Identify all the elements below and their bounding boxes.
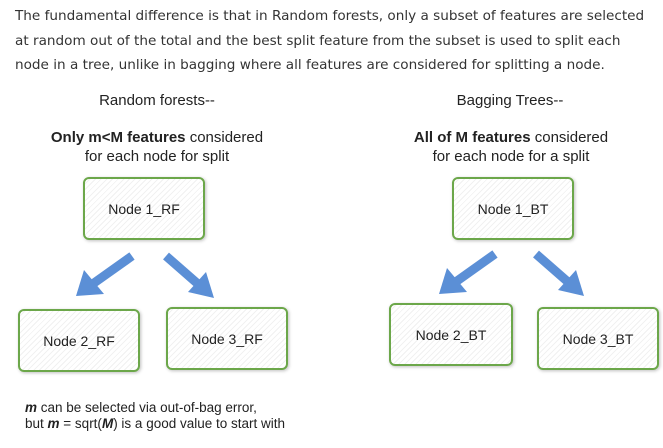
node-2-bt: Node 2_BT [389,303,513,366]
arrow-rf-right [163,252,214,298]
arrow-bt-left [439,250,498,294]
random-forests-subtitle-rest: considered [185,129,264,146]
arrow-bt-right [533,250,584,296]
note-m-2: m [47,416,60,431]
bagging-trees-subtitle-bold: All of M features [413,129,531,146]
bagging-trees-subtitle-line1: All of M features considered [414,129,608,146]
arrow-rf-left [76,252,135,296]
mtry-note: m can be selected via out-of-bag error, … [25,400,285,432]
bagging-trees-title: Bagging Trees-- [456,92,564,109]
node-2-rf: Node 2_RF [18,309,140,372]
random-forests-subtitle: Only m<M features considered for each no… [22,128,292,166]
node-1-rf: Node 1_RF [83,177,205,240]
description-paragraph: The fundamental difference is that in Ra… [15,8,645,73]
node-3-rf: Node 3_RF [166,307,288,370]
note-big-m: M [101,416,114,431]
note-line2-post: ) is a good value to start with [113,416,286,431]
random-forests-subtitle-bold: Only m<M features [50,129,186,146]
random-forests-subtitle-line1: Only m<M features considered [51,129,263,146]
random-forests-subtitle-line2: for each node for split [84,148,230,165]
note-line2-mid: = sqrt( [59,416,102,431]
note-m-1: m [25,400,38,415]
bagging-trees-subtitle: All of M features considered for each no… [376,128,646,166]
note-line2-pre: but [25,416,48,431]
bagging-trees-subtitle-rest: considered [530,129,609,146]
node-3-bt: Node 3_BT [537,307,659,370]
note-line2: but m = sqrt(M) is a good value to start… [25,416,285,431]
random-forests-title: Random forests-- [99,92,215,109]
note-line1-text: can be selected via out-of-bag error, [37,400,257,415]
bagging-trees-subtitle-line2: for each node for a split [432,148,590,165]
note-line1: m can be selected via out-of-bag error, [25,400,257,415]
node-1-bt: Node 1_BT [452,177,574,240]
